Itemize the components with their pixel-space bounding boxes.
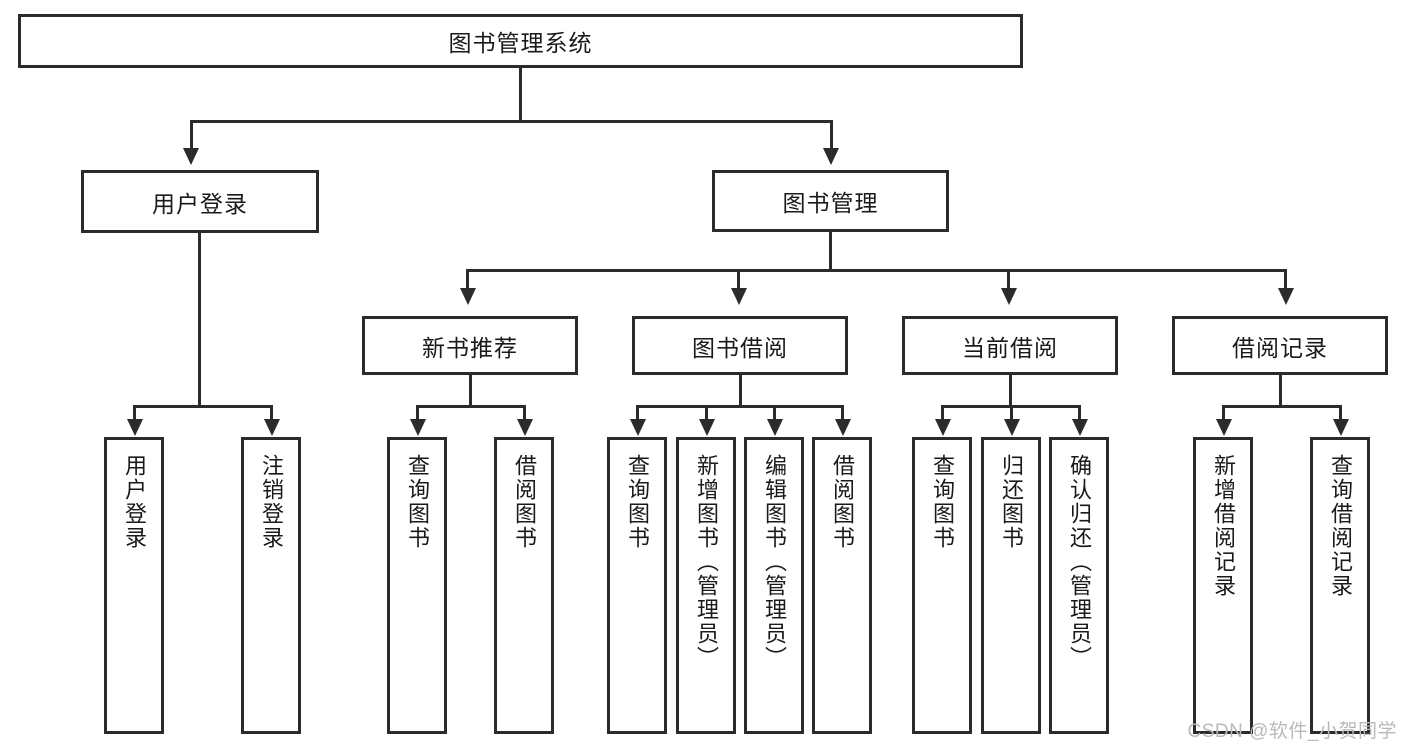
connector-book-borrow-drop-4 <box>841 405 844 420</box>
arrow-to-leaf-edit-book <box>767 419 783 436</box>
node-label: 新书推荐 <box>422 334 518 361</box>
node-leaf-query-book-current[interactable]: 查询图书 <box>912 437 972 734</box>
arrow-to-leaf-query-book-3 <box>935 419 951 436</box>
connector-book-manage-stem <box>829 232 832 272</box>
node-current-borrow[interactable]: 当前借阅 <box>902 316 1118 375</box>
connector-borrow-record-drop-1 <box>1222 405 1225 420</box>
node-label: 借阅图书 <box>511 454 537 550</box>
node-label: 新增借阅记录 <box>1210 454 1236 598</box>
node-leaf-user-logout[interactable]: 注销登录 <box>241 437 301 734</box>
node-label: 用户登录 <box>121 454 147 550</box>
connector-book-borrow-stem <box>739 375 742 408</box>
arrow-to-leaf-add-book <box>699 419 715 436</box>
connector-current-borrow-drop-2 <box>1010 405 1013 420</box>
connector-to-borrow-record <box>1284 269 1287 289</box>
connector-new-book-rec-stem <box>469 375 472 408</box>
connector-new-book-rec-bus <box>416 405 526 408</box>
node-label: 图书管理系统 <box>448 30 593 56</box>
connector-user-login-drop-1 <box>133 405 136 420</box>
connector-to-current-borrow <box>1007 269 1010 289</box>
connector-borrow-record-drop-2 <box>1339 405 1342 420</box>
node-label: 图书借阅 <box>692 334 788 361</box>
arrow-to-user-login <box>183 148 199 165</box>
connector-root-stem <box>519 68 522 120</box>
connector-to-new-book-rec <box>466 269 469 289</box>
node-label: 借阅记录 <box>1232 334 1328 361</box>
node-leaf-query-book-new-rec[interactable]: 查询图书 <box>387 437 447 734</box>
arrow-to-book-manage <box>823 148 839 165</box>
connector-to-book-borrow <box>737 269 740 289</box>
arrow-to-current-borrow <box>1001 288 1017 305</box>
connector-root-bus <box>190 120 833 123</box>
arrow-to-leaf-query-book-2 <box>630 419 646 436</box>
node-leaf-borrow-book-borrow[interactable]: 借阅图书 <box>812 437 872 734</box>
node-leaf-add-borrow-record[interactable]: 新增借阅记录 <box>1193 437 1253 734</box>
arrow-to-leaf-return-book <box>1004 419 1020 436</box>
arrow-to-leaf-confirm-return <box>1072 419 1088 436</box>
arrow-to-book-borrow <box>731 288 747 305</box>
node-leaf-user-login[interactable]: 用户登录 <box>104 437 164 734</box>
connector-borrow-record-stem <box>1279 375 1282 408</box>
arrow-to-new-book-rec <box>460 288 476 305</box>
node-user-login[interactable]: 用户登录 <box>81 170 319 233</box>
arrow-to-leaf-query-record <box>1333 419 1349 436</box>
node-leaf-query-borrow-record[interactable]: 查询借阅记录 <box>1310 437 1370 734</box>
arrow-to-leaf-user-logout <box>264 419 280 436</box>
node-borrow-record[interactable]: 借阅记录 <box>1172 316 1388 375</box>
node-leaf-query-book-borrow[interactable]: 查询图书 <box>607 437 667 734</box>
connector-level3-bus <box>466 269 1287 272</box>
node-label: 查询图书 <box>929 454 955 550</box>
node-leaf-add-book-admin[interactable]: 新增图书（管理员） <box>676 437 736 734</box>
node-label: 编辑图书（管理员） <box>761 454 787 670</box>
connector-new-book-rec-drop-2 <box>523 405 526 420</box>
node-label: 用户登录 <box>152 190 248 217</box>
node-book-manage[interactable]: 图书管理 <box>712 170 949 232</box>
node-leaf-confirm-return-admin[interactable]: 确认归还（管理员） <box>1049 437 1109 734</box>
connector-user-login-stem <box>198 233 201 408</box>
node-new-book-rec[interactable]: 新书推荐 <box>362 316 578 375</box>
connector-to-user-login <box>190 120 193 148</box>
node-label: 借阅图书 <box>829 454 855 550</box>
arrow-to-leaf-user-login <box>127 419 143 436</box>
connector-book-borrow-bus <box>636 405 844 408</box>
node-label: 注销登录 <box>258 454 284 550</box>
connector-book-borrow-drop-2 <box>705 405 708 420</box>
connector-borrow-record-bus <box>1222 405 1342 408</box>
arrow-to-leaf-borrow-book-2 <box>835 419 851 436</box>
connector-new-book-rec-drop-1 <box>416 405 419 420</box>
connector-user-login-bus <box>133 405 272 408</box>
connector-book-borrow-drop-3 <box>773 405 776 420</box>
node-book-borrow[interactable]: 图书借阅 <box>632 316 848 375</box>
node-leaf-borrow-book-new-rec[interactable]: 借阅图书 <box>494 437 554 734</box>
node-leaf-edit-book-admin[interactable]: 编辑图书（管理员） <box>744 437 804 734</box>
connector-book-borrow-drop-1 <box>636 405 639 420</box>
node-label: 确认归还（管理员） <box>1066 454 1092 670</box>
node-root-book-management-system[interactable]: 图书管理系统 <box>18 14 1023 68</box>
arrow-to-borrow-record <box>1278 288 1294 305</box>
connector-user-login-drop-2 <box>270 405 273 420</box>
arrow-to-leaf-add-record <box>1216 419 1232 436</box>
arrow-to-leaf-query-book-1 <box>410 419 426 436</box>
node-label: 归还图书 <box>998 454 1024 550</box>
node-label: 查询图书 <box>624 454 650 550</box>
connector-to-book-manage <box>830 120 833 148</box>
node-label: 查询图书 <box>404 454 430 550</box>
connector-current-borrow-stem <box>1009 375 1012 408</box>
arrow-to-leaf-borrow-book-1 <box>517 419 533 436</box>
node-label: 当前借阅 <box>962 334 1058 361</box>
csdn-watermark: CSDN @软件_小贺同学 <box>1187 721 1397 742</box>
connector-current-borrow-drop-1 <box>941 405 944 420</box>
connector-current-borrow-drop-3 <box>1078 405 1081 420</box>
node-label: 新增图书（管理员） <box>693 454 719 670</box>
node-label: 查询借阅记录 <box>1327 454 1353 598</box>
node-label: 图书管理 <box>782 190 879 216</box>
node-leaf-return-book[interactable]: 归还图书 <box>981 437 1041 734</box>
